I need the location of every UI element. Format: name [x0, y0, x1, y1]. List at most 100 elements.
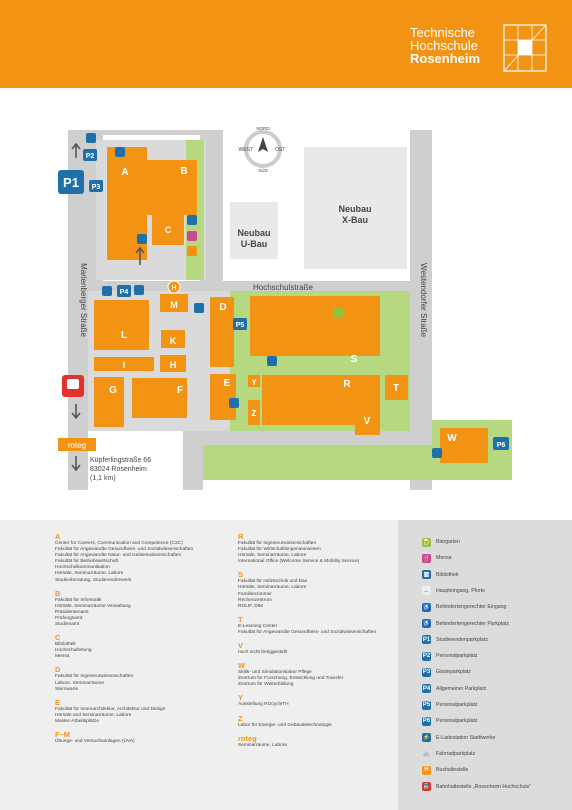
building-l-label[interactable]: L: [121, 330, 127, 341]
university-logo-text: Technische Hochschule Rosenheim: [410, 26, 480, 65]
first-aid-icon: [333, 308, 343, 318]
ev-charger-icon: ⚡: [422, 733, 431, 743]
legend-icon-label: Allgemeiner Parkplatz: [436, 685, 487, 692]
legend-building-letter: R: [238, 532, 244, 541]
legend-icon-label: E-Ladestation Stadtwerke: [436, 734, 496, 741]
header-bar: Technische Hochschule Rosenheim: [0, 0, 572, 88]
parking-p3[interactable]: P3: [92, 184, 101, 191]
p6-icon: P6: [422, 716, 431, 726]
legend-icon-label: Gästeparkplatz: [436, 669, 471, 676]
legend-line: Rechenzentrum: [238, 597, 272, 603]
bus-stop-icon: H: [422, 765, 431, 775]
parking-p5[interactable]: P5: [236, 322, 245, 329]
legend-line: ROLIF, DIM: [238, 603, 264, 609]
cutlery-icon: 🍴: [422, 553, 431, 563]
legend-icon-label: Mensa: [436, 555, 452, 562]
compass-west: WEST: [239, 147, 253, 153]
legend-icon-label: Studierendenparkplatz: [436, 636, 488, 643]
hochschulstrasse-label: Hochschulstraße: [253, 283, 314, 292]
neubau-u-line1: Neubau: [237, 228, 270, 238]
legend-icon-label: Behindertengerechter Eingang: [436, 604, 507, 611]
legend-line: Hörsäle und Seminarräume, Labore: [55, 712, 132, 718]
legend-line: Fakultät für Wirtschaftsingenieurwesen: [238, 547, 321, 553]
roteg-addr3: (1,1 km): [90, 475, 116, 482]
building-y-label[interactable]: Y: [251, 378, 257, 387]
legend-line: Fakultät für Informatik: [55, 597, 102, 603]
legend-icon-label: Fahrradparkplatz: [436, 750, 476, 757]
building-g-label[interactable]: G: [109, 385, 117, 396]
parking-p2[interactable]: P2: [86, 153, 95, 160]
legend-line: Zentrum für Forschung, Entwicklung und T…: [238, 676, 344, 682]
legend-line: Hochschulleitung: [55, 648, 92, 654]
building-b-label[interactable]: B: [180, 166, 187, 177]
mensa-icon[interactable]: [187, 231, 197, 241]
legend-line: Fakultät für Angewandte Natur- und Geist…: [55, 553, 182, 559]
library-icon[interactable]: [187, 215, 197, 225]
legend-building-letter: T: [238, 614, 243, 624]
biergarten-icon[interactable]: [187, 246, 197, 256]
building-s-label[interactable]: S: [351, 354, 358, 365]
parking-p4[interactable]: P4: [120, 289, 129, 296]
neubau-x-line2: X-Bau: [342, 215, 368, 225]
legend-line: Hörsäle, Seminarräume, Labore: [238, 553, 307, 559]
building-c-label[interactable]: C: [165, 225, 172, 235]
building-e-label[interactable]: E: [224, 378, 231, 389]
roteg-addr1: Küpferlingstraße 66: [90, 457, 151, 464]
legend-line: International Office (Welcome Service & …: [238, 559, 360, 565]
wheelchair-icons: [86, 133, 442, 458]
building-i-label[interactable]: I: [123, 360, 126, 370]
legend-line: Labor für Energie- und Gebäudetechnologi…: [238, 722, 332, 728]
building-w-label[interactable]: W: [447, 433, 457, 444]
compass-east: OST: [275, 147, 285, 153]
legend-line: Seminarräume, Labore: [238, 742, 288, 748]
building-t-label[interactable]: T: [393, 383, 399, 394]
building-f-label[interactable]: F: [177, 385, 183, 396]
bus-stop-letter: H: [171, 285, 176, 292]
legend-line: Zentrum für Weiterbildung: [238, 682, 294, 688]
legend-icon-row: ♿Behindertengerechter Eingang: [422, 602, 506, 612]
legend-line: Hörsäle, Seminarräume, Labore: [238, 585, 307, 591]
p1-icon: P1: [422, 635, 431, 645]
compass-south: SÜD: [258, 167, 268, 173]
logo-line-1: Technische: [410, 25, 476, 40]
building-z-label[interactable]: Z: [252, 409, 257, 418]
legend-building-letter: Z: [238, 713, 243, 723]
roteg-addr2: 83024 Rosenheim: [90, 466, 147, 473]
ev-charger-icon[interactable]: [102, 286, 112, 296]
legend-line: Fakultät für Betriebswirtschaft: [55, 559, 119, 565]
legend-line: Labore, Seminarräume: [55, 680, 105, 686]
building-m-label[interactable]: M: [170, 300, 178, 310]
legend-line: Fakultät für Holztechnik und Bau: [238, 579, 308, 585]
legend-icon-row: 🚆Bahnhaltestelle „Rosenheim Hochschule“: [422, 782, 531, 792]
legend-line: Studienberatung, Studierendenwerk: [55, 577, 132, 583]
legend-icon-label: Behindertengerechter Parkplatz: [436, 620, 509, 627]
parking-p1[interactable]: P1: [63, 175, 79, 190]
compass: WEST OST NORD SÜD: [239, 126, 286, 173]
parking-p6[interactable]: P6: [497, 442, 506, 449]
legend-line: Ausstellung ROcycleTH: [238, 702, 289, 708]
bus-stop-icon[interactable]: [167, 280, 181, 294]
building-k-label[interactable]: K: [170, 336, 177, 346]
legend-icon-row: ←Haupteingang, Pforte: [422, 586, 485, 596]
arrow-left-icon: ←: [422, 586, 431, 596]
building-a-label[interactable]: A: [121, 167, 128, 178]
legend-line: Fakultät für Angewandte Gesundheits- und…: [238, 629, 377, 635]
building-v-label[interactable]: V: [364, 416, 371, 427]
building-r-label[interactable]: R: [343, 379, 351, 390]
legend-line: Bibliothek: [55, 642, 76, 648]
legend-line: Präsidentenamt: [55, 609, 89, 615]
legend-line: Fakultät für Innenarchitektur, Architekt…: [55, 706, 166, 712]
building-h-label[interactable]: H: [170, 360, 177, 370]
building-d-label[interactable]: D: [219, 302, 226, 313]
parking-signs: P1 P2 P3 P4 P5 P6: [58, 149, 509, 450]
legend-building-letter: E: [55, 697, 61, 707]
legend-icon-row: ♿Behindertengerechter Parkplatz: [422, 619, 509, 629]
